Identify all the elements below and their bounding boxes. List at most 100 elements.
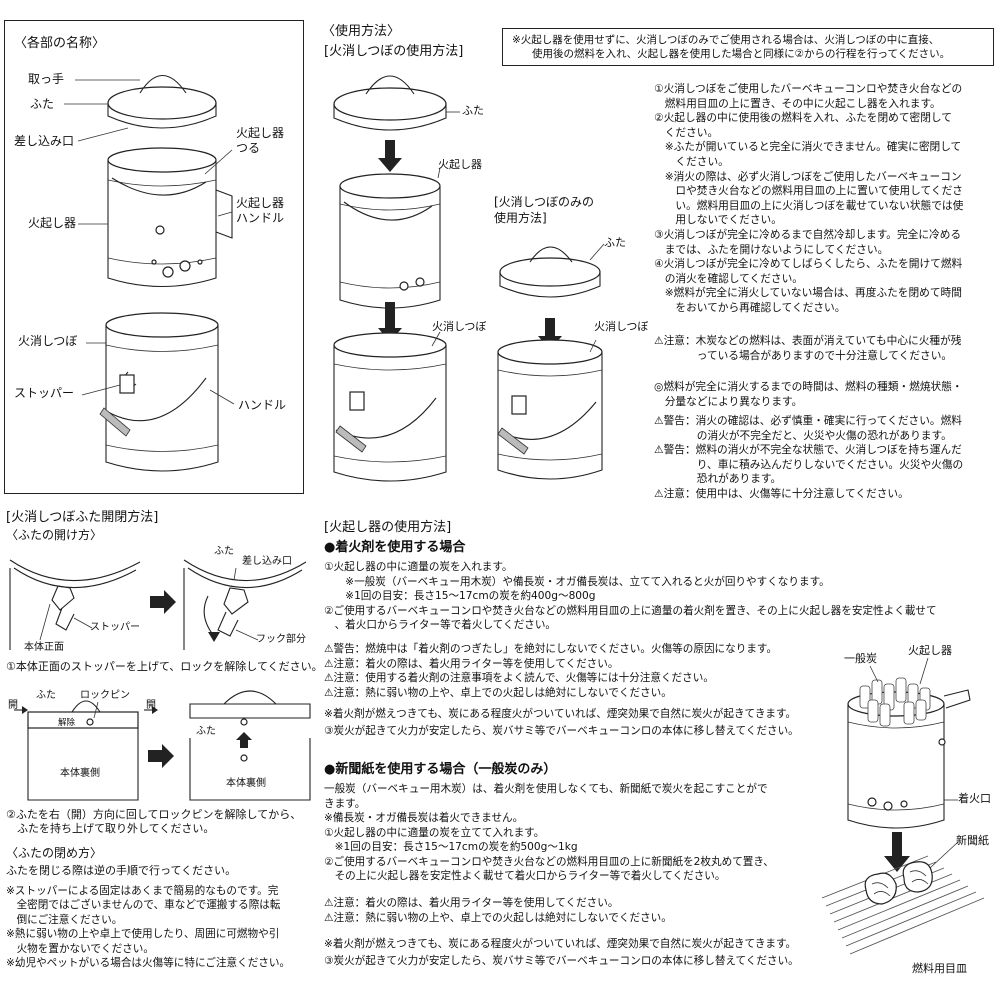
fig-label-charcoal: 一般炭 [844, 652, 877, 665]
label-slot: 差し込み口 [14, 134, 75, 148]
note-line: ◎燃料が完全に消火するまでの時間は、燃料の種類・燃焼状態・ [654, 380, 963, 393]
lid-label-fig2: ふた [214, 546, 234, 557]
lid-note-line: 全密閉ではございませんので、車などで運搬する際は転 [6, 899, 281, 912]
hook-label-fig2: フック部分 [256, 634, 306, 645]
note-line: 分量などにより異なります。 [654, 394, 803, 408]
lid-note-line: ※幼児やペットがいる場合は火傷等に特にご注意ください。 [6, 957, 291, 970]
case1-line: ①火起し器の中に適量の炭を入れます。 [324, 561, 513, 573]
step-line: ください。 [654, 125, 719, 139]
warning-line: ⚠警告：消火の確認は、必ず慎重・確実に行ってください。燃料 [654, 414, 962, 427]
step-line: い。燃料用目皿の上に火消しつぼを載せていない状態では使 [654, 198, 964, 212]
case2-after-line: ※着火剤が燃えつきても、炭にある程度火がついていれば、煙突効果で自然に炭火が起き… [324, 938, 797, 950]
step-line: ④火消しつぼが完全に冷めてしばらくしたら、ふたを開けて燃料 [654, 257, 963, 271]
lid-step2: ②ふたを右（開）方向に回してロックピンを解除してから、 ふたを持ち上げて取り外し… [6, 808, 301, 836]
fig-label-paper: 新聞紙 [956, 834, 989, 847]
step-line: の消火を確認してください。 [654, 271, 803, 285]
back2-label: 本体裏側 [226, 778, 266, 789]
lid-step1: ①本体正面のストッパーを上げて、ロックを解除してください。 [6, 660, 323, 673]
open-right-label: 開 [146, 700, 156, 711]
lid-note-line: 倒にご注意ください。 [6, 913, 123, 926]
case1-after-line: ※着火剤が燃えつきても、炭にある程度火がついていれば、煙突効果で自然に炭火が起き… [324, 708, 797, 720]
starter-section-title: [火起し器の使用方法] [324, 520, 452, 535]
lid-section-title: [火消しつぼふた開閉方法] [6, 510, 159, 525]
usage-only-lid-label: ふた [604, 236, 626, 249]
lid2-label: ふた [36, 690, 56, 701]
step-line: ③火消しつぼが完全に冷めるまで自然冷却します。完全に冷める [654, 227, 962, 241]
label-pot: 火消しつぼ [18, 334, 78, 348]
label-handle: ハンドル [238, 398, 287, 412]
label-starter-bail: 火起し器 つる [236, 126, 285, 155]
usage-starter-label: 火起し器 [438, 158, 482, 171]
case2-warning: ⚠注意：着火の際は、着火用ライター等を使用してください。 [324, 897, 619, 909]
front-label-fig1: 本体正面 [24, 642, 64, 653]
step-line: ロや焚き火台などの燃料用目皿の上に置いて使用してくださ [654, 184, 963, 198]
case1-after-line: ③炭火が起きて火力が安定したら、炭バサミ等でバーベキューコンロの本体に移し替えて… [324, 725, 799, 737]
lid-open-title: 〈ふたの開け方〉 [6, 528, 103, 542]
warnings-right: ⚠警告：消火の確認は、必ず慎重・確実に行ってください。燃料 の消火が不完全だと、… [654, 414, 963, 502]
case1-warning: ⚠注意：熱に弱い物の上や、卓上での火起しは絶対にしないでください。 [324, 686, 672, 699]
notice-box [502, 28, 994, 66]
case1-line: ②ご使用するバーベキューコンロや焚き火台などの燃料用目皿の上に適量の着火剤を置き… [324, 604, 937, 617]
case1-title: ●着火剤を使用する場合 [324, 540, 466, 555]
step-line: ①火消しつぼをご使用したバーベキューコンロや焚き火台などの [654, 82, 963, 95]
step-line: ※燃料が完全に消火していない場合は、再度ふたを閉めて時間 [654, 286, 962, 300]
case2-after-line: ③炭火が起きて火力が安定したら、炭バサミ等でバーベキューコンロの本体に移し替えて… [324, 955, 799, 967]
case1-warning: ⚠警告：燃焼中は「着火剤のつぎたし」を絶対にしないでください。火傷等の原因になり… [324, 643, 778, 655]
case1-after: ※着火剤が燃えつきても、炭にある程度火がついていれば、煙突効果で自然に炭火が起き… [324, 706, 799, 740]
case1-line: ※一般炭（バーベキュー用木炭）や備長炭・オガ備長炭は、立てて入れると火が回りやす… [324, 575, 830, 588]
lockpin-label: ロックピン [80, 690, 130, 701]
case2-lines: 一般炭（バーベキュー用木炭）は、着火剤を使用しなくても、新聞紙で炭火を起こすこと… [324, 782, 774, 884]
lid-close-text: ふたを閉じる際は逆の手順で行ってください。 [6, 864, 237, 877]
usage-pot-label: 火消しつぼ [432, 320, 487, 333]
usage-only-title: [火消しつぼのみの 使用方法] [494, 195, 594, 225]
case2-title: ●新聞紙を使用する場合（一般炭のみ） [324, 762, 557, 777]
fig-label-starter: 火起し器 [908, 644, 952, 657]
slot-label-fig2: 差し込み口 [242, 556, 292, 567]
label-starter: 火起し器 [28, 216, 77, 230]
usage-only-pot-label: 火消しつぼ [594, 320, 649, 333]
lid-step2-line: ②ふたを右（開）方向に回してロックピンを解除してから、 [6, 808, 302, 821]
stopper-label-fig1: ストッパー [90, 622, 140, 633]
case2-after: ※着火剤が燃えつきても、炭にある程度火がついていれば、煙突効果で自然に炭火が起き… [324, 936, 799, 970]
label-stopper: ストッパー [14, 386, 75, 400]
case2-line: 一般炭（バーベキュー用木炭）は、着火剤を使用しなくても、新聞紙で炭火を起こすこと… [324, 783, 768, 795]
warning-line: ⚠注意：使用中は、火傷等に十分注意してください。 [654, 486, 909, 500]
caution-line: ⚠注意：木炭などの燃料は、表面が消えていても中心に火種が残 [654, 334, 962, 347]
step-line: 用しないでください。 [654, 213, 782, 227]
lid-note-line: ※ストッパーによる固定はあくまで簡易的なものです。完 [6, 885, 279, 897]
step-line: ※ふたが開いていると完全に消火できません。確実に密閉して [654, 140, 962, 154]
lid-step2-line: ふたを持ち上げて取り外してください。 [6, 822, 215, 835]
lid-close-title: 〈ふたの閉め方〉 [6, 846, 103, 860]
case1-line: 、着火口からライター等で着火してください。 [324, 619, 557, 631]
label-handle-top: 取っ手 [28, 72, 65, 86]
step-line: 燃料用目皿の上に置き、その中に火起こし器を入れます。 [654, 96, 941, 110]
note-time: ◎燃料が完全に消火するまでの時間は、燃料の種類・燃焼状態・ 分量などにより異なり… [654, 380, 963, 409]
fig-label-grate: 燃料用目皿 [912, 962, 967, 975]
usage-lid-label: ふた [462, 104, 484, 117]
notice-text: ※火起し器を使用せずに、火消しつぼのみでご使用される場合は、火消しつぼの中に直接… [512, 33, 950, 61]
usage-title: 〈使用方法〉 [322, 24, 401, 39]
usage-steps: ①火消しつぼをご使用したバーベキューコンロや焚き火台などの 燃料用目皿の上に置き… [654, 82, 963, 316]
back-label: 本体裏側 [60, 768, 100, 779]
case1-warnings: ⚠警告：燃焼中は「着火剤のつぎたし」を絶対にしないでください。火傷等の原因になり… [324, 642, 777, 700]
case2-line: きます。 [324, 797, 366, 810]
case1-warning: ⚠注意：着火の際は、着火用ライター等を使用してください。 [324, 657, 619, 670]
parts-panel [4, 20, 304, 494]
label-lid: ふた [30, 97, 55, 111]
case2-line: ※1回の目安：長さ15～17cmの炭を約500g～1kg [324, 841, 578, 853]
open-left-label: 開 [8, 700, 18, 711]
caution-right: ⚠注意：木炭などの燃料は、表面が消えていても中心に火種が残 っている場合がありま… [654, 334, 961, 363]
warning-line: の消火が不完全だと、火災や火傷の恐れがあります。 [654, 428, 952, 442]
case1-lines: ①火起し器の中に適量の炭を入れます。 ※一般炭（バーベキュー用木炭）や備長炭・オ… [324, 560, 937, 633]
lid-note-line: 火物を置かないでください。 [6, 942, 154, 955]
warning-line: 恐れがあります。 [654, 472, 782, 486]
case2-line: その上に火起し器を安定性よく載せて着火口からライター等で着火してください。 [324, 870, 726, 882]
case2-warnings: ⚠注意：着火の際は、着火用ライター等を使用してください。 ⚠注意：熱に弱い物の上… [324, 896, 672, 925]
notice-line: ※火起し器を使用せずに、火消しつぼのみでご使用される場合は、火消しつぼの中に直接… [512, 34, 940, 46]
lid3-label: ふた [196, 726, 216, 737]
release-label: 解除 [58, 718, 76, 728]
